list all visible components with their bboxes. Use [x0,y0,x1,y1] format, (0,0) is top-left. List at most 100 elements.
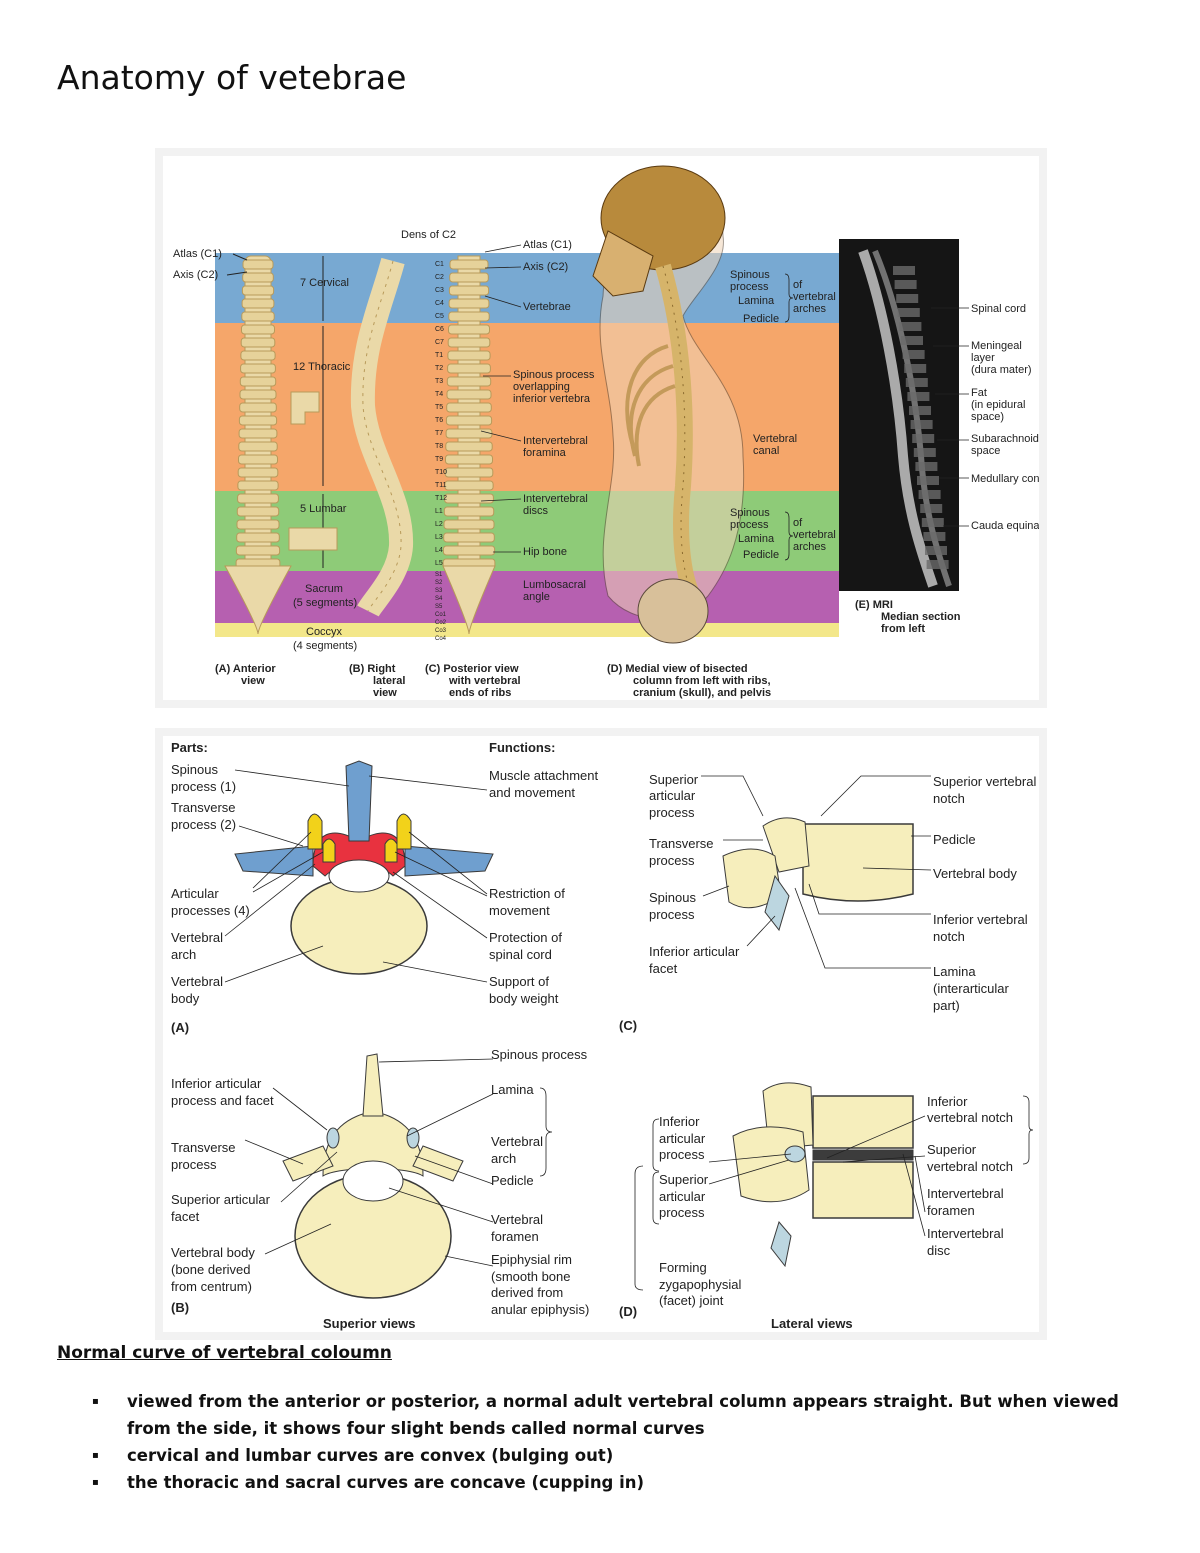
bullet-text: cervical and lumbar curves are convex (b… [127,1446,614,1465]
figure-label: Support of [489,974,549,989]
dens-label: Dens of C2 [401,229,456,241]
figure-label: Vertebral [491,1134,543,1149]
vertebra-segment [235,545,281,556]
figure-label: arch [171,947,196,962]
vertebral-canal-label-1: Vertebral [753,433,797,445]
mri-vertebra [912,434,935,443]
mri-vertebra [910,420,933,429]
level-label: L2 [435,521,443,528]
panel-a-tag: (A) [171,1020,189,1035]
caption-e-2: Median section [881,611,961,623]
caption-a-1: (A) Anterior [215,663,276,675]
figure-label: Transverse [171,800,236,815]
mri-medullary-label: Medullary cone [971,473,1039,485]
level-label: S2 [435,580,443,586]
atlas-center-label: Atlas (C1) [523,239,572,251]
of-arches-label-4: of [793,517,803,529]
figure-label: disc [927,1243,951,1258]
spinous-overlap-label-3: inferior vertebra [513,393,591,405]
level-label: Co2 [435,620,447,626]
panel-c-left-labels: SuperiorarticularprocessTransverseproces… [649,772,740,976]
figure-label: Superior vertebral [933,774,1036,789]
panel-d-left-labels: InferiorarticularprocessSuperiorarticula… [659,1114,741,1308]
vertebra-segment [448,298,490,309]
level-label: Co3 [435,628,447,634]
figure-label: Muscle attachment [489,768,598,783]
parts-heading: Parts: [171,740,208,755]
vertebral-column-figure: 7 Cervical 12 Thoracic 5 Lumbar Sacrum (… [155,148,1047,708]
vertebra-segment [241,324,275,335]
lamina-right-label: Lamina [738,295,775,307]
mri-spinal-cord-label: Spinal cord [971,303,1026,315]
level-label: C2 [435,274,444,281]
anterior-column [224,255,292,635]
vertebra-segment [238,415,278,426]
mri-image [839,239,959,591]
figure-label: Transverse [649,836,714,851]
figure-label: processes (4) [171,903,250,918]
sacrum-band [215,571,839,623]
sacrum-label: Sacrum [305,583,343,595]
caption-d-2: column from left with ribs, [633,675,771,687]
vertebra-segment [236,506,280,517]
figure-label: Pedicle [933,832,976,847]
figure-label: Superior articular [171,1192,271,1207]
bullet-item: ▪the thoracic and sacral curves are conc… [92,1469,1122,1496]
level-label: C3 [435,287,444,294]
section-heading: Normal curve of vertebral coloumn [57,1343,392,1363]
caption-d-3: cranium (skull), and pelvis [633,687,771,699]
mri-vertebra [904,364,927,373]
figure-label: movement [489,903,550,918]
vertebra-segment [240,363,276,374]
figure-label: vertebral notch [927,1159,1013,1174]
vertebra-segment [236,519,280,530]
mri-cauda-label: Cauda equina [971,520,1039,532]
figure-label: (bone derived [171,1262,251,1277]
axis-center-label: Axis (C2) [523,261,568,273]
vertebra-segment [239,389,277,400]
figure-label: Superior [649,772,699,787]
vertebra-segment [449,259,489,270]
figure-label: vertebral notch [927,1110,1013,1125]
vertebra-segment [443,519,495,530]
cervical-band [215,253,839,323]
figure-label: body [171,991,200,1006]
panel-d-drawing [732,1082,914,1268]
vertebra-segment [444,480,494,491]
figure-label: Vertebral body [171,1245,255,1260]
lumbosacral-label-1: Lumbosacral [523,579,586,591]
mri-vertebra [918,490,941,499]
vertebra-segment [238,441,278,452]
figure-label: Spinous [171,762,218,777]
bullet-item: ▪cervical and lumbar curves are convex (… [92,1442,1122,1469]
panel-d-tag: (D) [619,1304,637,1319]
vertebra-segment [447,350,491,361]
bullet-list: ▪viewed from the anterior or posterior, … [92,1388,1122,1496]
vertebral-column-illustration: 7 Cervical 12 Thoracic 5 Lumbar Sacrum (… [173,165,1046,699]
vertebra-segment [239,402,277,413]
vertebra-segment [446,376,492,387]
hip-bone-label: Hip bone [523,546,567,558]
figure-label: process [649,907,695,922]
panel-b-right-labels: Spinous processLaminaVertebralarchPedicl… [491,1047,589,1317]
mri-vertebra [926,560,949,569]
vertebra-segment [237,467,279,478]
lumbar-label: 5 Lumbar [300,503,347,515]
vertebra-segment [238,454,278,465]
figure-label: Vertebral [171,930,223,945]
vertebral-level-labels: C1C2C3C4C5C6C7T1T2T3T4T5T6T7T8T9T10T11T1… [435,261,447,642]
ivd-label-1: Intervertebral [523,493,588,505]
figure-label: spinal cord [489,947,552,962]
figure-label: foramen [927,1203,975,1218]
figure-label: process [649,805,695,820]
mri-fat-label-3: space) [971,411,1004,423]
level-label: L3 [435,534,443,541]
level-label: S4 [435,596,443,602]
figure-label: body weight [489,991,559,1006]
document-title: Anatomy of vetebrae [57,58,407,97]
mri-vertebra [923,532,946,541]
